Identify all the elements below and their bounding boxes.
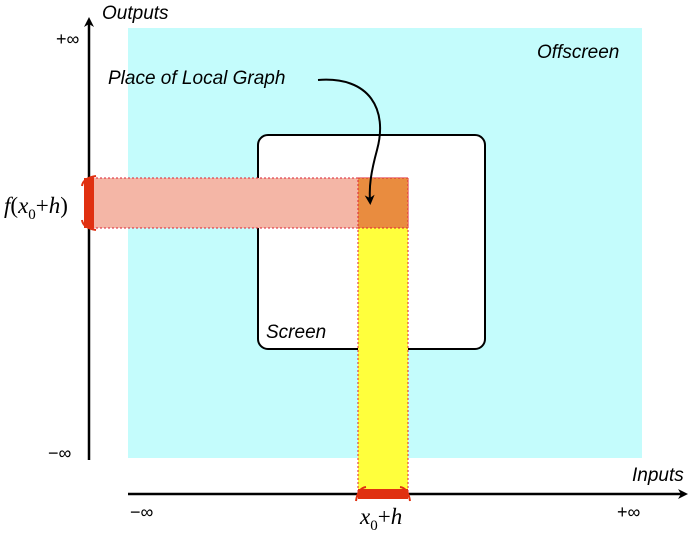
output-interval-marker xyxy=(81,175,97,231)
x-axis-label: Inputs xyxy=(632,465,684,486)
y-axis-label: Outputs xyxy=(102,3,169,24)
input-value-label: x0+h xyxy=(359,504,402,534)
input-interval-marker xyxy=(355,486,411,502)
output-value-label: f(x0+h) xyxy=(4,193,68,223)
y-bottom-infinity: −∞ xyxy=(48,443,72,463)
local-graph-arrow xyxy=(317,78,382,205)
x-right-infinity: +∞ xyxy=(617,502,641,522)
x-left-infinity: −∞ xyxy=(130,502,154,522)
y-top-infinity: +∞ xyxy=(56,29,80,49)
local-graph-square xyxy=(357,177,409,229)
output-band xyxy=(87,177,409,229)
offscreen-label: Offscreen xyxy=(537,42,619,63)
local-graph-label: Place of Local Graph xyxy=(108,68,285,89)
input-band xyxy=(357,227,409,495)
screen-label: Screen xyxy=(266,322,326,343)
